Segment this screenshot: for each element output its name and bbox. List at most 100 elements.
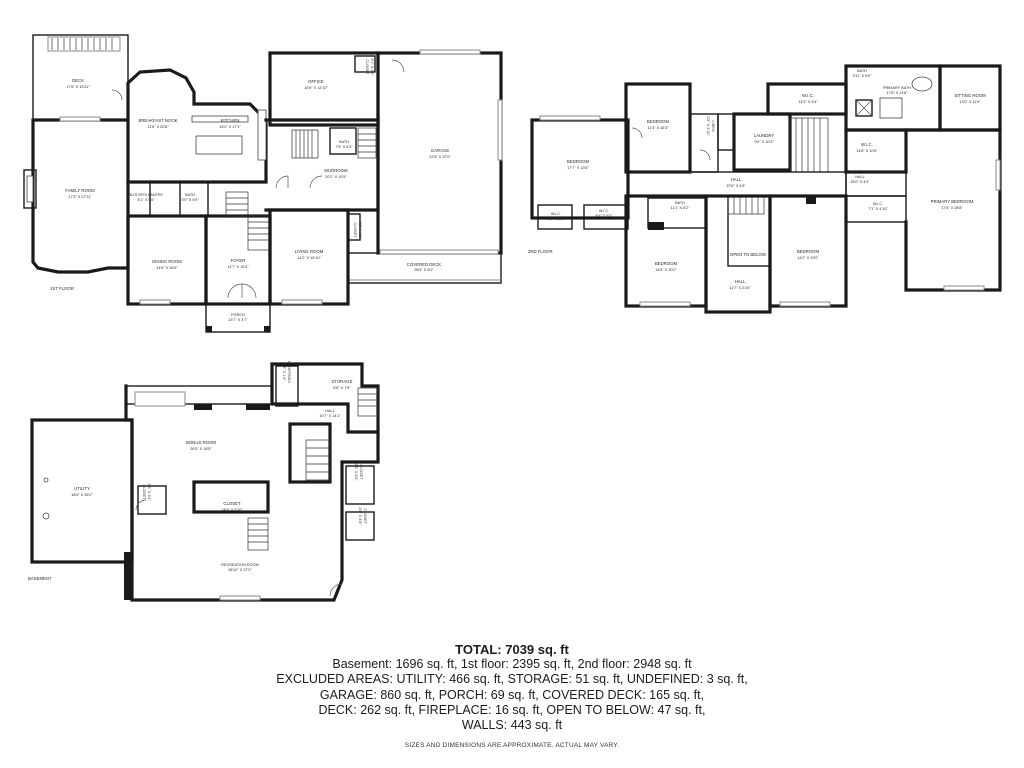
room-label: GARAGE — [431, 148, 450, 153]
room-dims: 13'7" X 4'7" — [228, 318, 248, 322]
room-label: BREAKFAST NOOK — [138, 118, 177, 123]
room-label: UTILITY — [74, 486, 90, 491]
room-label: CLOSET — [223, 501, 241, 506]
utility-walls — [30, 418, 134, 564]
room-label: PORCH — [231, 313, 245, 317]
room-dims: 2'2" X 4'10" — [706, 116, 710, 136]
room-dims: 2'8" X 4'6" — [358, 507, 362, 525]
kitchen-island — [195, 135, 243, 155]
room-label: FOYER — [231, 258, 246, 263]
room-label: DECK — [72, 78, 84, 83]
room-dims: 11'1" X 8'2" — [670, 206, 690, 210]
room-dims: 26'5" X 18'5" — [190, 447, 212, 451]
room-label: MUDROOM — [324, 168, 348, 173]
room-dims: 10'7" X 14'1" — [319, 414, 341, 418]
room-dims: 22'8" X 37'0" — [429, 155, 451, 159]
room-dims: 3'1" X 6'1" — [370, 58, 374, 76]
room-label: LAUNDRY — [754, 133, 775, 138]
room-dims: 7'1" X 4'10" — [868, 207, 888, 211]
room-dims: 6'8" X 7'8" — [333, 386, 351, 390]
floor-areas: Basement: 1696 sq. ft, 1st floor: 2395 s… — [332, 657, 692, 672]
room-dims: 20'2" X 15'5" — [325, 175, 347, 179]
room-dims: 16'9" X 12'10" — [304, 86, 328, 90]
room-dims: 38'10" X 27'0" — [228, 568, 252, 572]
room-dims: 14'6" X 20'2" — [655, 268, 677, 272]
room-dims: 3'0" X 5'9" — [181, 198, 199, 202]
room-label: CLOSET — [363, 508, 367, 524]
room-label: BEDROOM — [567, 159, 590, 164]
room-label: W.I.C. — [802, 93, 814, 98]
room-label: W.I.C. — [599, 209, 609, 213]
room-dims: 11'7" X 15'4" — [227, 265, 249, 269]
room-label: HALL — [325, 409, 335, 413]
basement-outline — [124, 362, 380, 602]
room-label: FAMILY ROOM — [65, 188, 95, 193]
room-label: CLOSET — [353, 222, 357, 238]
room-dims: 17'6" X 28'8" — [941, 206, 963, 210]
room-label: OFFICE — [308, 79, 324, 84]
room-dims: 15'0" X 17'1" — [219, 125, 241, 129]
floor-label: 1ST FLOOR — [50, 286, 74, 291]
room-dims: 7'6" X 6'3" — [335, 145, 353, 149]
total-area: TOTAL: 7039 sq. ft — [455, 642, 569, 657]
room-label: BATH — [339, 140, 349, 144]
room-label: UNDEFINED — [287, 361, 291, 383]
room-dims: 11'8" X 20'8" — [147, 125, 169, 129]
porch-area — [205, 303, 271, 333]
garage-walls — [376, 51, 503, 255]
floor-label: BASEMENT — [28, 576, 52, 581]
room-label: OPEN TO BELOW — [730, 252, 767, 257]
room-label: W.I.C. — [873, 202, 883, 206]
room-label: BEDROOM — [647, 119, 670, 124]
wic-top-walls — [766, 82, 848, 116]
room-dims: 14'2" X 16'10" — [297, 256, 321, 260]
room-dims: 14'6" X 16'5" — [156, 266, 178, 270]
basement-plan — [30, 362, 380, 602]
bedroom-south-walls — [624, 194, 708, 308]
room-label: STORAGE — [332, 379, 353, 384]
room-dims: 28'9" X 6'0" — [414, 268, 434, 272]
room-dims: 17'6" X 11'8" — [886, 91, 908, 95]
room-dims: 15'0" X 4'4" — [850, 180, 870, 184]
room-label: HALL — [855, 175, 865, 179]
room-label: BEDROOM — [797, 249, 820, 254]
room-dims: 8'6" X 5'2" — [595, 214, 613, 218]
room-dims: 17'6" X 15'11" — [66, 85, 90, 89]
room-dims: 3'5" X 3'8" — [358, 221, 362, 239]
room-label: BATH — [185, 193, 195, 197]
room-dims: 11'4" X 16'3" — [647, 126, 669, 130]
disclaimer: SIZES AND DIMENSIONS ARE APPROXIMATE. AC… — [404, 742, 620, 749]
room-dims: 14'8" X 5'10" — [221, 508, 243, 512]
room-dims: 17'3" X 27'11" — [68, 195, 92, 199]
room-label: BUTLER'S PANTRY — [129, 193, 164, 197]
room-dims: 18'6" X 26'2" — [71, 493, 93, 497]
room-dims: 5'11" X 5'0" — [852, 74, 872, 78]
excluded-areas-4: WALLS: 443 sq. ft — [461, 718, 563, 733]
room-label: CLOSET — [365, 59, 369, 75]
room-label: LINEN — [711, 120, 715, 131]
room-label: RECREATION ROOM — [221, 563, 258, 567]
excluded-areas-2: GARAGE: 860 sq. ft, PORCH: 69 sq. ft, CO… — [319, 687, 705, 702]
room-label: HALL — [731, 177, 742, 182]
room-label: W.I.C. — [551, 212, 561, 216]
room-label: PRIMARY BATH — [883, 86, 911, 90]
basement-closet-walls — [192, 480, 270, 514]
room-dims: 11'7" X 21'6" — [729, 286, 751, 290]
room-label: CLOSET — [359, 464, 363, 480]
room-dims: 37'6" X 4'8" — [726, 184, 746, 188]
room-dims: 13'0" X 11'6" — [959, 100, 981, 104]
room-dims: 14'3" X 5'4" — [798, 100, 818, 104]
room-label: CLOSET — [142, 484, 146, 500]
room-dims: 3'5" X 6'3" — [354, 463, 358, 481]
room-label: DINING ROOM — [152, 259, 182, 264]
room-label: HALL — [735, 279, 746, 284]
room-label: BEDROOM — [655, 261, 678, 266]
room-label: BATH — [857, 69, 867, 73]
sitting-room-walls — [938, 64, 1002, 132]
room-dims: 2'9" X 1'4" — [282, 363, 286, 381]
room-label: PRIMARY BEDROOM — [931, 199, 974, 204]
room-labels: DECK 17'6" X 15'11" BREAKFAST NOOK 11'8"… — [28, 58, 986, 581]
room-label: COVERED DECK — [407, 262, 442, 267]
bedroom-se-walls — [768, 194, 848, 308]
